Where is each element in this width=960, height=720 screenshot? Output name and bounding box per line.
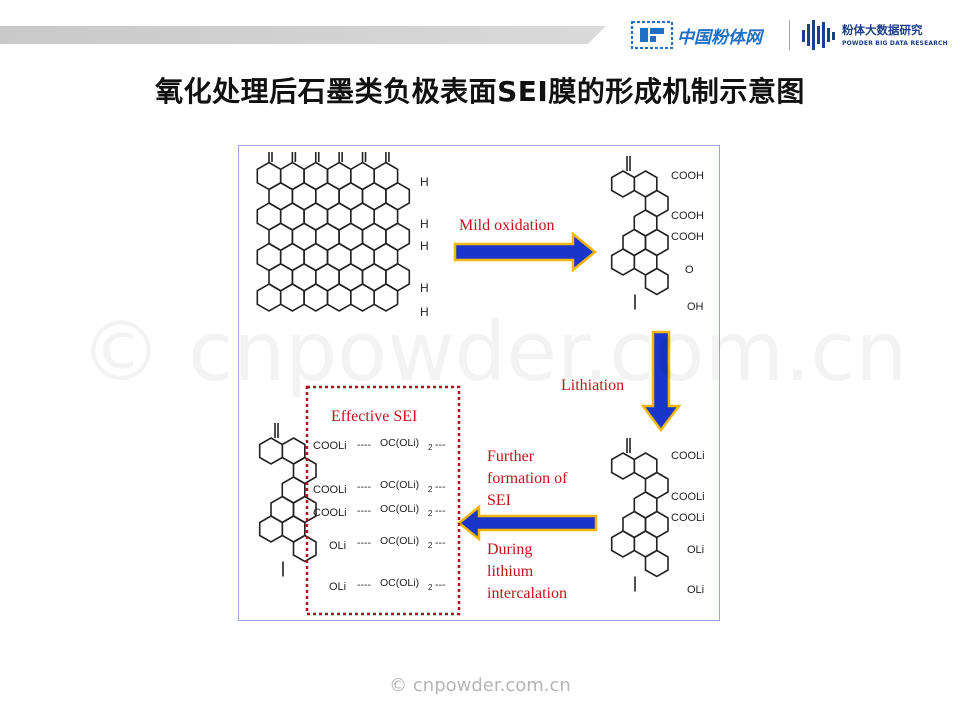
h-label: H (420, 175, 429, 189)
page-title: 氧化处理后石墨类负极表面SEI膜的形成机制示意图 (155, 75, 805, 108)
sei-species-label: OC(OLi) (380, 437, 419, 449)
carbon-ring (326, 283, 352, 312)
lithiated-graphene-fragment (610, 438, 669, 592)
carbon-ring (644, 267, 669, 296)
powder-big-data-logo-cn: 粉体大数据研究 (842, 23, 923, 37)
sei-dots: --- (435, 481, 446, 493)
group-label: COOLi (671, 512, 705, 524)
sei-species-label: OC(OLi) (380, 503, 419, 515)
sei-dots: --- (435, 579, 446, 591)
carbon-ring (256, 283, 282, 312)
sei-subscript: 2 (428, 541, 433, 550)
carbon-ring (292, 534, 317, 563)
oxidized-groups: COOH COOH COOH O OH (671, 170, 704, 313)
sei-subscript: 2 (428, 583, 433, 592)
group-label: COOLi (313, 507, 347, 519)
sei-dots: ---- (357, 439, 371, 451)
sei-species-label: OC(OLi) (380, 479, 419, 491)
sei-subscript: 2 (428, 443, 433, 452)
powder-big-data-logo-en: POWDER BIG DATA RESEARCH (842, 40, 948, 47)
sei-species: ---- OC(OLi) 2 --- ---- OC(OLi) 2 --- --… (357, 437, 446, 592)
sei-dots: ---- (357, 579, 371, 591)
carbon-ring (610, 170, 636, 198)
oxidized-graphene-fragment (610, 156, 669, 310)
carbon-ring (610, 248, 636, 276)
sei-dots: --- (435, 439, 446, 451)
sei-graphene-fragment (258, 423, 317, 577)
arrow-sei-label: Further (487, 448, 535, 465)
sei-subscript: 2 (428, 509, 433, 518)
group-label: COOH (671, 231, 704, 243)
sei-subscript: 2 (428, 485, 433, 494)
sei-left-groups: COOLi COOLi COOLi OLi OLi (313, 440, 347, 593)
sei-species-label: OC(OLi) (380, 535, 419, 547)
arrow-oxidation-label: Mild oxidation (459, 217, 555, 234)
h-label: H (420, 305, 429, 319)
arrow-lithiation-label: Lithiation (561, 377, 624, 394)
sei-dots: ---- (357, 481, 371, 493)
diagram-canvas: H H H H H Mild oxidation COOH COOH COOH … (256, 152, 705, 616)
group-label: COOLi (313, 440, 347, 452)
header-bar (0, 26, 606, 44)
carbon-ring (258, 515, 284, 543)
carbon-ring (610, 530, 636, 558)
carbon-ring (373, 283, 399, 312)
group-label: COOLi (313, 484, 347, 496)
sei-box-title: Effective SEI (331, 408, 417, 425)
cnpowder-logo-text: 中国粉体网 (677, 28, 762, 48)
group-label: O (685, 264, 694, 276)
arrow-lithiation: Lithiation (561, 330, 682, 433)
group-label: COOLi (671, 491, 705, 503)
h-label: H (420, 281, 429, 295)
logo-divider (789, 20, 790, 50)
carbon-ring (303, 283, 329, 312)
sei-species-label: OC(OLi) (380, 577, 419, 589)
graphite-sheet (256, 152, 411, 312)
arrow-sei-label: SEI (487, 492, 511, 509)
graphite-h-labels: H H H H H (420, 175, 429, 319)
h-label: H (420, 217, 429, 231)
carbon-ring (258, 437, 284, 465)
sei-dots: --- (435, 505, 446, 517)
powder-big-data-logo-icon (802, 20, 835, 50)
lithiated-groups: COOLi COOLi COOLi OLi OLi (671, 450, 705, 596)
watermark-footer: © cnpowder.com.cn (389, 675, 571, 696)
h-label: H (420, 239, 429, 253)
group-label: OH (687, 301, 704, 313)
sei-dots: ---- (357, 505, 371, 517)
effective-sei-box (305, 385, 461, 616)
group-label: COOH (671, 170, 704, 182)
group-label: OLi (687, 544, 704, 556)
group-label: OLi (687, 584, 704, 596)
arrow-sei-label: formation of (487, 470, 568, 487)
arrow-sei-label: lithium (487, 563, 534, 580)
arrow-sei-label: intercalation (487, 585, 567, 602)
group-label: OLi (329, 540, 346, 552)
carbon-ring (350, 283, 375, 312)
cnpowder-logo-icon (631, 21, 673, 49)
carbon-ring (610, 452, 636, 480)
sei-dots: ---- (357, 537, 371, 549)
group-label: COOLi (671, 450, 705, 462)
group-label: OLi (329, 581, 346, 593)
carbon-ring (279, 283, 305, 312)
arrow-sei-label: During (487, 541, 532, 558)
sei-dots: --- (435, 537, 446, 549)
sei-formation-diagram: H H H H H Mild oxidation COOH COOH COOH … (238, 145, 720, 621)
arrow-mild-oxidation: Mild oxidation (453, 217, 597, 273)
carbon-ring (644, 549, 669, 578)
group-label: COOH (671, 210, 704, 222)
arrow-further-sei: Further formation of SEI During lithium … (456, 448, 598, 602)
